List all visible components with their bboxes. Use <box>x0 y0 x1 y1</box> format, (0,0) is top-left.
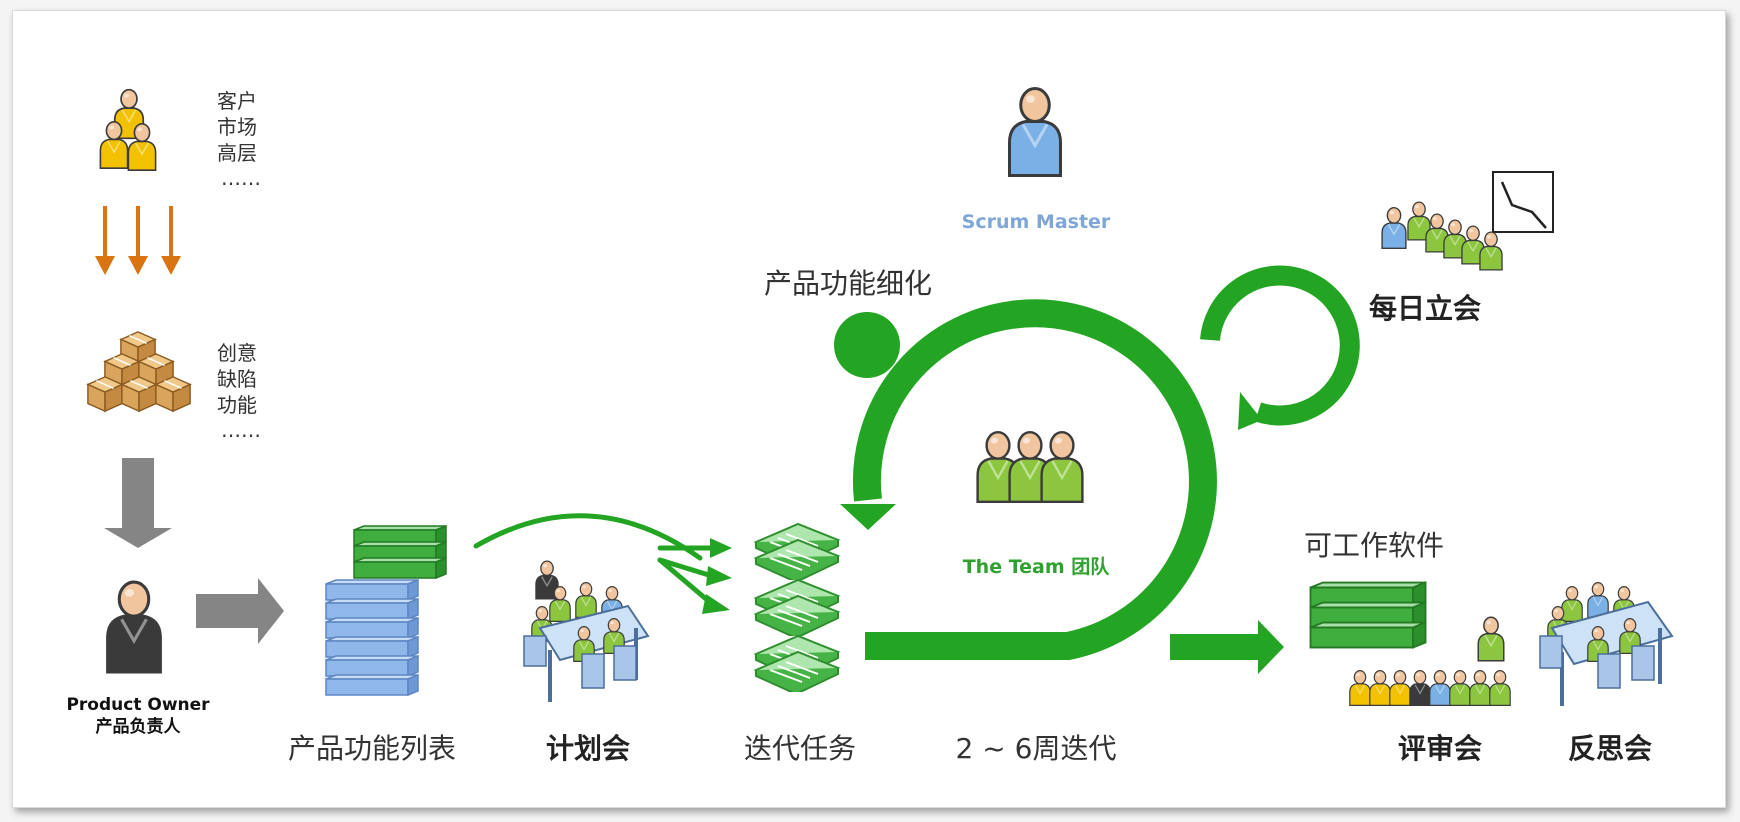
planning-label: 计划会 <box>546 732 630 765</box>
gray-right-arrow-icon <box>196 578 284 644</box>
product-backlog-stack-icon <box>325 525 447 696</box>
stakeholder-line-1: 客户 <box>217 89 257 113</box>
scrum-master-icon <box>1007 86 1063 178</box>
daily-loop-icon <box>1200 265 1360 426</box>
planning-meeting-icon <box>523 560 650 702</box>
scrum-master-label: Scrum Master <box>962 211 1111 233</box>
orange-down-arrows-icon <box>95 206 181 275</box>
stakeholder-text: 客户 市场 高层 …… <box>217 89 261 190</box>
team-label: The Team 团队 <box>963 555 1111 578</box>
product-owner-title-cn: 产品负责人 <box>96 716 182 737</box>
refine-label: 产品功能细化 <box>764 267 932 300</box>
planning-to-tasks-arrows-icon <box>473 513 732 614</box>
sprint-tasks-icon <box>754 522 840 692</box>
idea-boxes-icon <box>87 331 191 412</box>
team-icon <box>976 430 1084 504</box>
stakeholder-line-2: 市场 <box>217 115 257 139</box>
sprint-label: 2 ~ 6周迭代 <box>956 732 1117 765</box>
product-owner-icon <box>106 580 162 674</box>
stakeholder-group-icon <box>99 88 157 172</box>
working-software-stack-icon <box>1309 581 1427 649</box>
daily-standup-label: 每日立会 <box>1369 292 1481 325</box>
retrospective-meeting-icon <box>1539 581 1674 706</box>
input-line-2: 缺陷 <box>217 367 257 391</box>
refinement-dot-icon <box>834 312 900 378</box>
daily-loop-arrowhead-icon <box>1238 392 1262 430</box>
input-line-3: 功能 <box>217 393 257 417</box>
stakeholder-line-3: 高层 <box>217 141 257 165</box>
product-owner-title-en: Product Owner <box>66 695 210 715</box>
stakeholder-line-4: …… <box>221 166 261 190</box>
input-line-1: 创意 <box>217 341 257 365</box>
software-label: 可工作软件 <box>1304 529 1444 562</box>
gray-down-arrow-icon <box>104 458 172 548</box>
review-label: 评审会 <box>1398 732 1482 765</box>
tasks-label: 迭代任务 <box>744 732 856 765</box>
input-line-4: …… <box>221 418 261 442</box>
deliver-arrow-icon <box>1170 620 1284 674</box>
sprint-cycle-loop-icon <box>852 299 1217 660</box>
retro-label: 反思会 <box>1568 732 1652 765</box>
backlog-label: 产品功能列表 <box>288 732 456 765</box>
inputs-text: 创意 缺陷 功能 …… <box>217 341 261 442</box>
cycle-arrowhead-icon <box>840 504 896 530</box>
daily-standup-icon <box>1380 171 1554 272</box>
